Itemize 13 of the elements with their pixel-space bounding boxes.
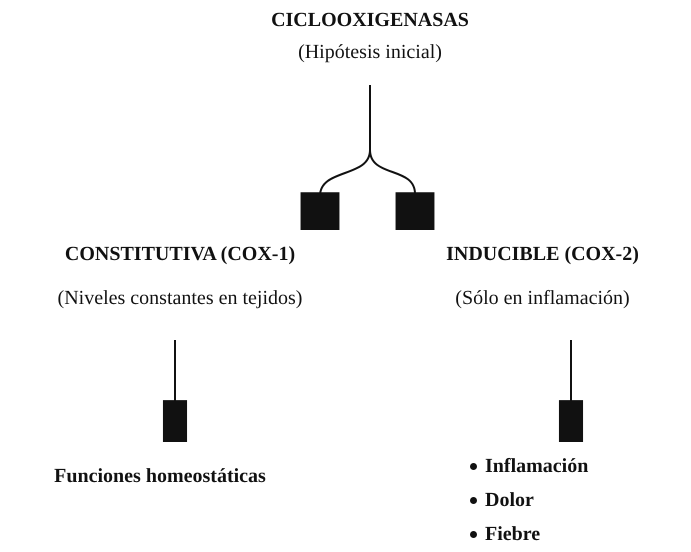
heading-text: Funciones homeostáticas	[54, 464, 266, 488]
subtitle-text: (Hipótesis inicial)	[298, 40, 442, 64]
connector-line	[369, 85, 434, 230]
list-item: Fiebre	[485, 522, 540, 546]
subtitle-text: (Sólo en inflamación)	[455, 286, 630, 310]
connector-line	[558, 340, 584, 442]
heading-text: CONSTITUTIVA (COX-1)	[64, 242, 296, 266]
list-item: Dolor	[485, 488, 534, 512]
heading-text: CICLOOXIGENASAS	[271, 8, 469, 32]
heading-text: INDUCIBLE (COX-2)	[446, 242, 639, 266]
connector-line	[162, 340, 188, 442]
subtitle-text: (Niveles constantes en tejidos)	[58, 286, 302, 310]
list-item: Inflamación	[485, 454, 588, 478]
